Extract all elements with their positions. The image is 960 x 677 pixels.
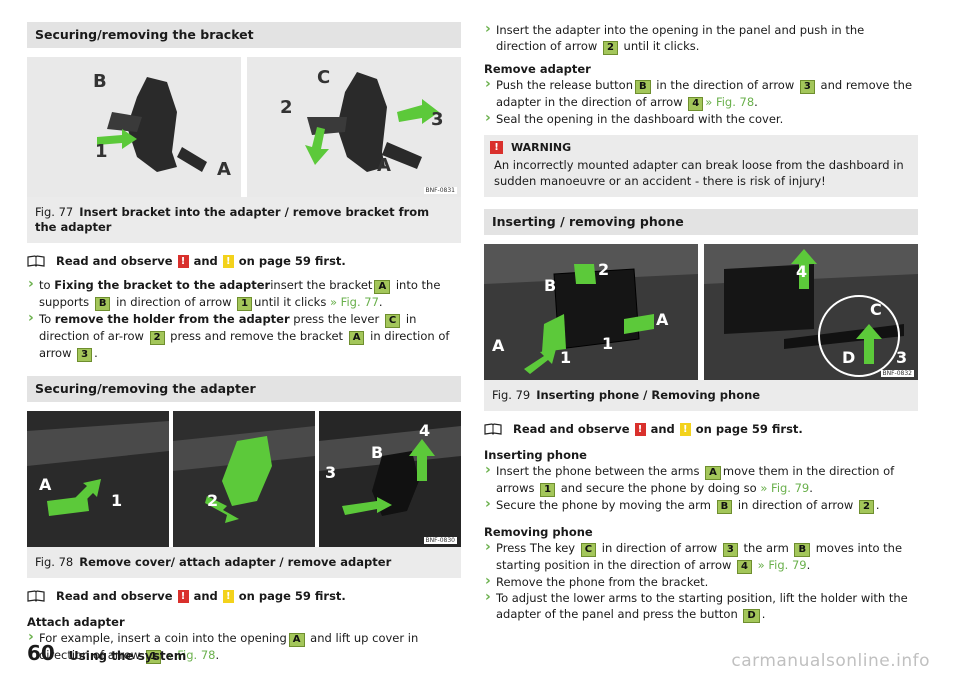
section-title-bracket: Securing/removing the bracket: [27, 22, 461, 48]
book-icon: [484, 423, 502, 435]
fig-ref-link[interactable]: » Fig. 78: [162, 648, 216, 662]
fig77-label-2: 2: [280, 97, 293, 118]
right-column: Insert the adapter into the opening in t…: [484, 21, 918, 623]
fig79-label-a: A: [656, 310, 669, 329]
figure-78-illustration: [27, 411, 461, 547]
figure-code: BNF-0831: [423, 187, 457, 194]
page-number: 60: [27, 641, 55, 665]
book-icon: [27, 255, 45, 267]
fig-ref-link[interactable]: » Fig. 78: [705, 95, 755, 109]
fig78-label-3: 3: [325, 463, 337, 482]
warning-icon: !: [634, 422, 646, 436]
chapter-title: Using the system: [68, 649, 187, 663]
book-icon: [27, 590, 45, 602]
fig79-label-a2: A: [492, 336, 505, 355]
fig79-label-4: 4: [796, 262, 808, 281]
step-press-key: Press The key C in direction of arrow 3 …: [484, 539, 918, 574]
note-icon: !: [222, 589, 234, 603]
step-seal-opening: Seal the opening in the dashboard with t…: [484, 110, 918, 127]
fig-ref-link[interactable]: » Fig. 79: [754, 558, 807, 572]
watermark: carmanualsonline.info: [731, 651, 930, 671]
fig78-label-1: 1: [111, 491, 123, 510]
step-remove-holder: To remove the holder from the adapter pr…: [27, 310, 461, 362]
fig79-label-c: C: [870, 300, 882, 319]
warning-box: !WARNING An incorrectly mounted adapter …: [484, 135, 918, 197]
fig78-label-a: A: [39, 475, 52, 494]
figure-79-illustration: [484, 244, 918, 380]
warning-icon: !: [177, 589, 189, 603]
figure-code: BNF-0830: [423, 537, 457, 544]
warning-icon: !: [177, 254, 189, 268]
read-and-observe: Read and observe ! and ! on page 59 firs…: [27, 253, 461, 269]
figure-77: B 1 A C 2 3 A BNF-0831: [27, 57, 461, 197]
fig79-label-1: 1: [602, 334, 614, 353]
subheading-inserting-phone: Inserting phone: [484, 448, 587, 462]
subheading-attach-adapter: Attach adapter: [27, 615, 125, 629]
fig78-label-2: 2: [207, 491, 219, 510]
fig78-label-b: B: [371, 443, 384, 462]
step-insert-phone: Insert the phone between the arms Amove …: [484, 462, 918, 497]
subheading-removing-phone: Removing phone: [484, 525, 593, 539]
fig79-label-d: D: [842, 348, 856, 367]
step-secure-phone: Secure the phone by moving the arm B in …: [484, 496, 918, 514]
step-insert-coin: For example, insert a coin into the open…: [27, 629, 461, 664]
step-adjust-arms: To adjust the lower arms to the starting…: [484, 589, 918, 623]
section-title-phone: Inserting / removing phone: [484, 209, 918, 235]
figure-77-illustration: [27, 57, 461, 197]
note-icon: !: [679, 422, 691, 436]
figure-79: B 2 A A 1 1 4 C D 3 BNF-0832: [484, 244, 918, 380]
step-insert-adapter: Insert the adapter into the opening in t…: [484, 21, 918, 55]
fig77-label-3: 3: [431, 109, 444, 130]
section-title-adapter: Securing/removing the adapter: [27, 376, 461, 402]
subheading-remove-adapter: Remove adapter: [484, 62, 591, 76]
step-remove-phone: Remove the phone from the bracket.: [484, 573, 918, 590]
figure-code: BNF-0832: [880, 370, 914, 377]
warning-text: An incorrectly mounted adapter can break…: [494, 158, 904, 188]
read-and-observe: Read and observe ! and ! on page 59 firs…: [484, 421, 918, 437]
fig77-label-a2: A: [377, 155, 391, 176]
fig78-label-4: 4: [419, 421, 431, 440]
fig77-label-c: C: [317, 67, 331, 88]
left-column: Securing/removing the bracket B 1 A C 2 …: [27, 22, 461, 664]
fig77-label-b: B: [93, 71, 107, 92]
fig79-label-1b: 1: [560, 348, 572, 367]
fig77-label-1: 1: [95, 141, 108, 162]
step-fix-bracket: to Fixing the bracket to the adapterinse…: [27, 276, 461, 311]
fig77-label-a: A: [217, 159, 231, 180]
fig-ref-link[interactable]: » Fig. 77: [329, 295, 379, 309]
page-footer: 60 Using the system: [27, 641, 186, 665]
warning-icon: !: [490, 141, 503, 154]
fig79-label-b: B: [544, 276, 557, 295]
figure-78: A 1 2 3 B 4 BNF-0830: [27, 411, 461, 547]
note-icon: !: [222, 254, 234, 268]
fig79-label-2: 2: [598, 260, 610, 279]
read-and-observe: Read and observe ! and ! on page 59 firs…: [27, 588, 461, 604]
fig79-label-3: 3: [896, 348, 908, 367]
fig-ref-link[interactable]: » Fig. 79: [760, 481, 810, 495]
